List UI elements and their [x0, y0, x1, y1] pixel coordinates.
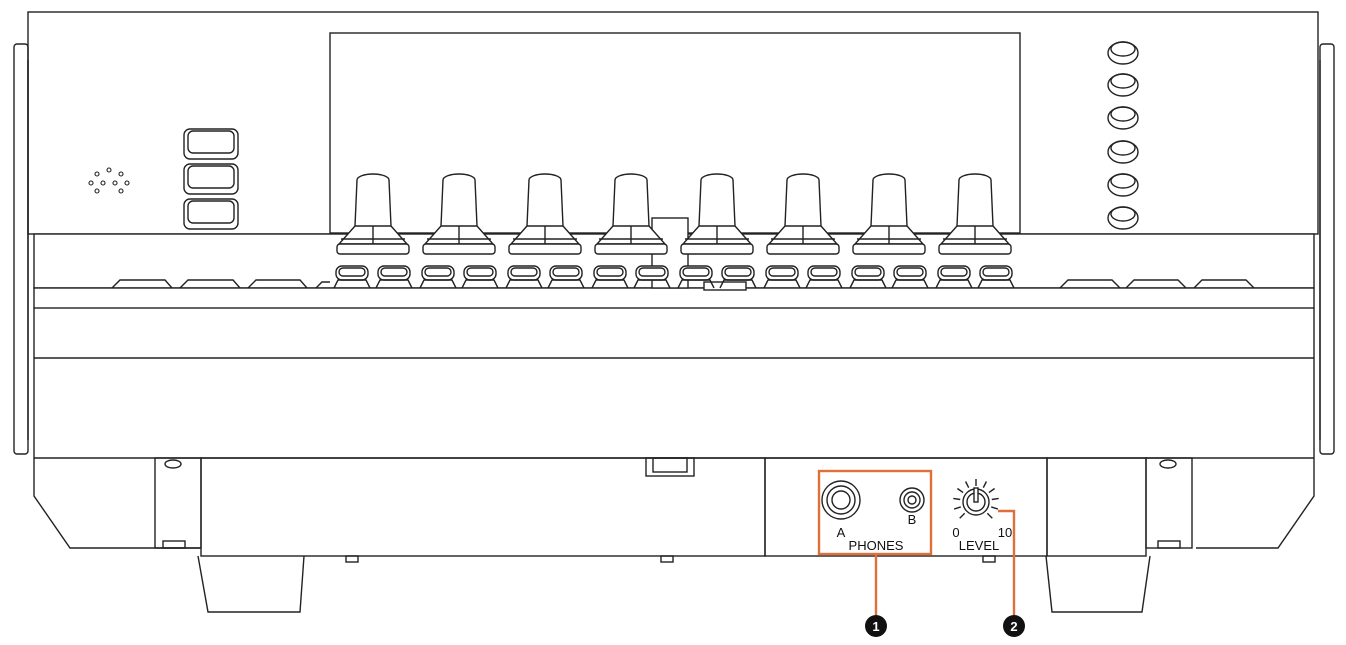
callout-1-number: 1	[872, 619, 879, 634]
level-max-label: 10	[998, 525, 1012, 540]
encoder-knob	[935, 173, 1015, 289]
encoder-knob	[591, 173, 671, 289]
left-side-handle	[13, 43, 29, 455]
encoder-knob	[849, 173, 929, 289]
left-button-stack	[183, 128, 239, 230]
right-button-column	[1107, 41, 1139, 230]
phones-jack-b	[899, 487, 925, 513]
encoder-knob	[419, 173, 499, 289]
encoder-knob-row	[333, 173, 1015, 289]
level-tick	[988, 487, 996, 494]
level-tick	[991, 497, 999, 501]
phones-jack-a	[821, 480, 861, 520]
level-tick	[959, 512, 966, 519]
level-knob	[953, 479, 999, 519]
level-min-label: 0	[952, 525, 959, 540]
right-side-handle	[1319, 43, 1335, 455]
encoder-knob	[677, 173, 757, 289]
encoder-knob	[333, 173, 413, 289]
encoder-knob	[505, 173, 585, 289]
callout-1-marker	[865, 615, 887, 637]
phones-label: PHONES	[849, 538, 904, 553]
level-tick	[953, 506, 962, 510]
jack-a-label: A	[837, 525, 846, 540]
level-tick	[953, 497, 961, 501]
display-screen	[329, 32, 1021, 234]
speaker-grille	[88, 167, 130, 194]
encoder-knob	[763, 173, 843, 289]
callout-2-marker	[1003, 615, 1025, 637]
level-tick	[986, 512, 993, 519]
callout-2-leader	[998, 509, 1016, 615]
level-tick	[964, 481, 970, 489]
level-tick	[982, 481, 988, 489]
left-foot	[197, 555, 305, 613]
callout-2-number: 2	[1010, 619, 1017, 634]
level-tick	[956, 487, 964, 494]
level-label: LEVEL	[959, 538, 999, 553]
jack-b-label: B	[908, 512, 917, 527]
right-foot	[1045, 555, 1151, 613]
lower-housing	[33, 457, 1315, 563]
level-tick	[990, 506, 999, 510]
